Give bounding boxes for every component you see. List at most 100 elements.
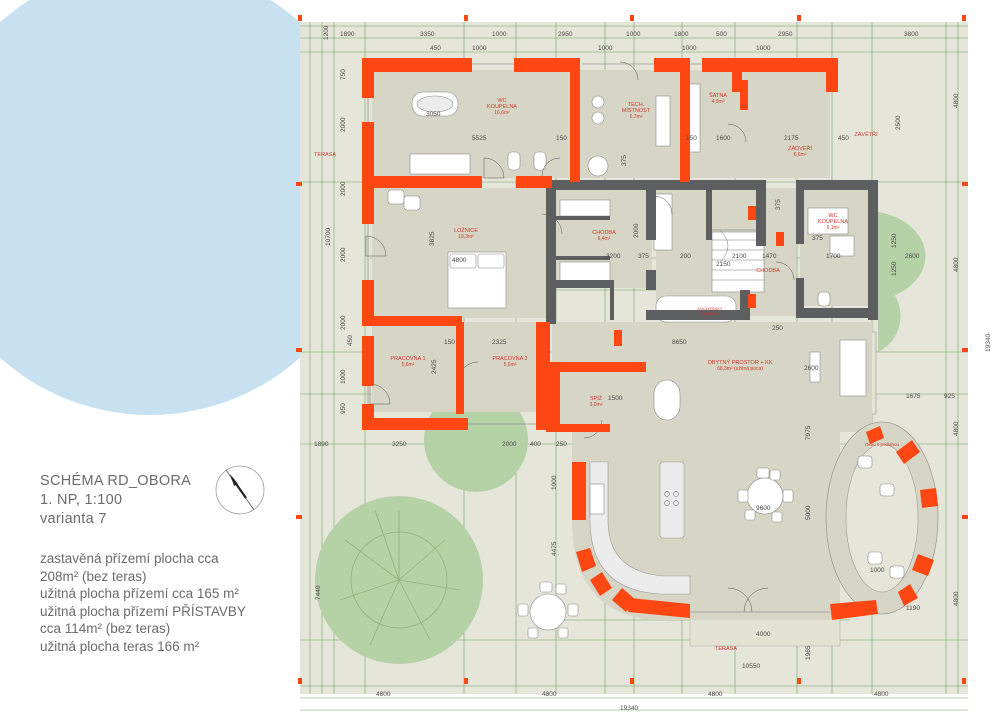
plan-summary: zastavěná přízemí plocha cca 208m² (bez … <box>40 550 246 655</box>
room-labels: WC KOUPELNA 16,6m² TECH. MÍSTNOST 6,7m² … <box>314 92 900 652</box>
svg-text:1965: 1965 <box>805 645 812 660</box>
plan-variant: varianta 7 <box>40 511 107 527</box>
svg-text:1190: 1190 <box>906 605 920 612</box>
svg-text:3050: 3050 <box>426 111 441 118</box>
summary-line-4: užitná plocha přízemí PŘÍSTAVBY <box>40 603 246 619</box>
grid-markers <box>296 15 968 684</box>
svg-text:2500: 2500 <box>895 115 902 130</box>
svg-text:4800: 4800 <box>953 93 960 108</box>
svg-text:1000: 1000 <box>756 45 771 52</box>
svg-text:150: 150 <box>444 339 455 346</box>
svg-text:5,6m²: 5,6m² <box>504 362 517 368</box>
svg-text:3800: 3800 <box>904 31 919 38</box>
svg-text:2100: 2100 <box>732 253 747 260</box>
oval-note: Okno s podlahou <box>865 442 900 447</box>
svg-text:1000: 1000 <box>682 45 697 52</box>
svg-text:200: 200 <box>680 253 691 260</box>
svg-text:250: 250 <box>556 441 567 448</box>
tree-semi-right-2 <box>878 280 901 352</box>
room-label-spiz: SPÍŽ <box>590 394 603 402</box>
svg-text:4475: 4475 <box>551 541 558 556</box>
svg-text:4800: 4800 <box>542 691 557 698</box>
svg-text:68,3m² (užitná poca): 68,3m² (užitná poca) <box>717 366 763 372</box>
svg-text:375: 375 <box>621 155 628 166</box>
summary-line-3: užitná plocha přízemí cca 165 m² <box>40 586 239 601</box>
svg-text:950: 950 <box>340 403 347 414</box>
room-area-wc-koupelna: 16,6m² <box>494 110 510 116</box>
svg-text:6,4m²: 6,4m² <box>598 236 611 242</box>
room-label-zadveri: ZÁDVEŘÍ <box>788 144 812 152</box>
svg-text:1500: 1500 <box>608 395 623 402</box>
bottom-total-dimension: 19340 <box>620 705 638 712</box>
svg-text:1470: 1470 <box>762 253 777 260</box>
room-label-pracovna-1: PRACOVNA 1 <box>390 356 425 362</box>
walls-new <box>362 58 838 520</box>
room-label-terasa-bottom: TERASA <box>715 646 737 652</box>
svg-text:10700: 10700 <box>325 228 332 246</box>
svg-text:19340: 19340 <box>985 334 992 352</box>
room-label-wc-koupelna: WC <box>497 98 506 104</box>
oval-armchairs <box>857 455 905 579</box>
svg-text:2325: 2325 <box>492 339 507 346</box>
svg-text:450: 450 <box>430 45 441 52</box>
svg-text:150: 150 <box>686 135 697 142</box>
room-label-chodba-2: CHODBA <box>756 268 780 274</box>
svg-text:2600: 2600 <box>804 365 819 372</box>
svg-text:1250: 1250 <box>891 233 898 248</box>
svg-text:375: 375 <box>775 199 782 210</box>
kitchen-counter <box>589 461 691 595</box>
svg-text:1000: 1000 <box>626 31 641 38</box>
svg-text:6,6m²: 6,6m² <box>794 152 807 158</box>
svg-text:4,9m²: 4,9m² <box>712 99 725 105</box>
svg-text:1000: 1000 <box>551 475 558 490</box>
summary-line-5: cca 114m² (bez teras) <box>40 621 171 636</box>
svg-text:2950: 2950 <box>558 31 573 38</box>
svg-text:1000: 1000 <box>598 45 613 52</box>
room-label-loznice: LOŽNICE <box>454 226 478 234</box>
svg-text:4800: 4800 <box>708 691 723 698</box>
svg-text:1800: 1800 <box>674 31 689 38</box>
annex-curve-walls <box>576 426 938 620</box>
tree-small <box>424 388 528 492</box>
room-label-wc-koupelna-right: KOUPELNA <box>818 219 848 225</box>
svg-text:2150: 2150 <box>716 261 731 268</box>
svg-text:OSTROV: OSTROV <box>702 311 719 316</box>
svg-text:400: 400 <box>530 441 541 448</box>
summary-line-1: zastavěná přízemí plocha cca <box>40 551 219 566</box>
svg-text:3250: 3250 <box>392 441 407 448</box>
svg-text:1000: 1000 <box>340 369 347 384</box>
svg-text:5,6m²: 5,6m² <box>402 362 415 368</box>
svg-text:4000: 4000 <box>756 631 771 638</box>
svg-text:500: 500 <box>716 31 727 38</box>
windows <box>367 63 830 613</box>
svg-text:KOUPELNA: KOUPELNA <box>487 104 517 110</box>
svg-text:7975: 7975 <box>805 425 812 440</box>
svg-text:1890: 1890 <box>314 441 329 448</box>
room-label-obytny-prostor: OBYTNÝ PROSTOR + KK <box>708 359 773 366</box>
svg-text:4800: 4800 <box>953 257 960 272</box>
svg-text:WC: WC <box>828 213 837 219</box>
svg-text:MÍSTNOST: MÍSTNOST <box>622 107 651 114</box>
svg-text:4800: 4800 <box>953 421 960 436</box>
room-label-pracovna-2: PRACOVNA 2 <box>492 356 527 362</box>
svg-text:8650: 8650 <box>672 339 687 346</box>
svg-text:5000: 5000 <box>805 505 812 520</box>
svg-text:4800: 4800 <box>452 257 467 264</box>
room-label-chodba-1: CHODBA <box>592 230 616 236</box>
svg-text:1250: 1250 <box>891 261 898 276</box>
svg-text:450: 450 <box>838 135 849 142</box>
stairs <box>712 229 764 281</box>
svg-text:3,0m²: 3,0m² <box>590 402 603 408</box>
svg-text:1675: 1675 <box>906 393 921 400</box>
svg-text:2175: 2175 <box>784 135 799 142</box>
svg-text:1200: 1200 <box>323 25 330 40</box>
dimension-labels-vertical: 1200 750 2000 2000 10700 2000 2000 450 1… <box>315 25 992 660</box>
blue-circle-decor <box>0 0 375 415</box>
svg-text:1700: 1700 <box>826 253 841 260</box>
svg-text:1000: 1000 <box>472 45 487 52</box>
tree-semi-right <box>878 212 926 300</box>
north-arrow-icon <box>215 465 265 515</box>
svg-text:2000: 2000 <box>340 181 347 196</box>
svg-text:2000: 2000 <box>340 247 347 262</box>
svg-text:1000: 1000 <box>870 567 885 574</box>
